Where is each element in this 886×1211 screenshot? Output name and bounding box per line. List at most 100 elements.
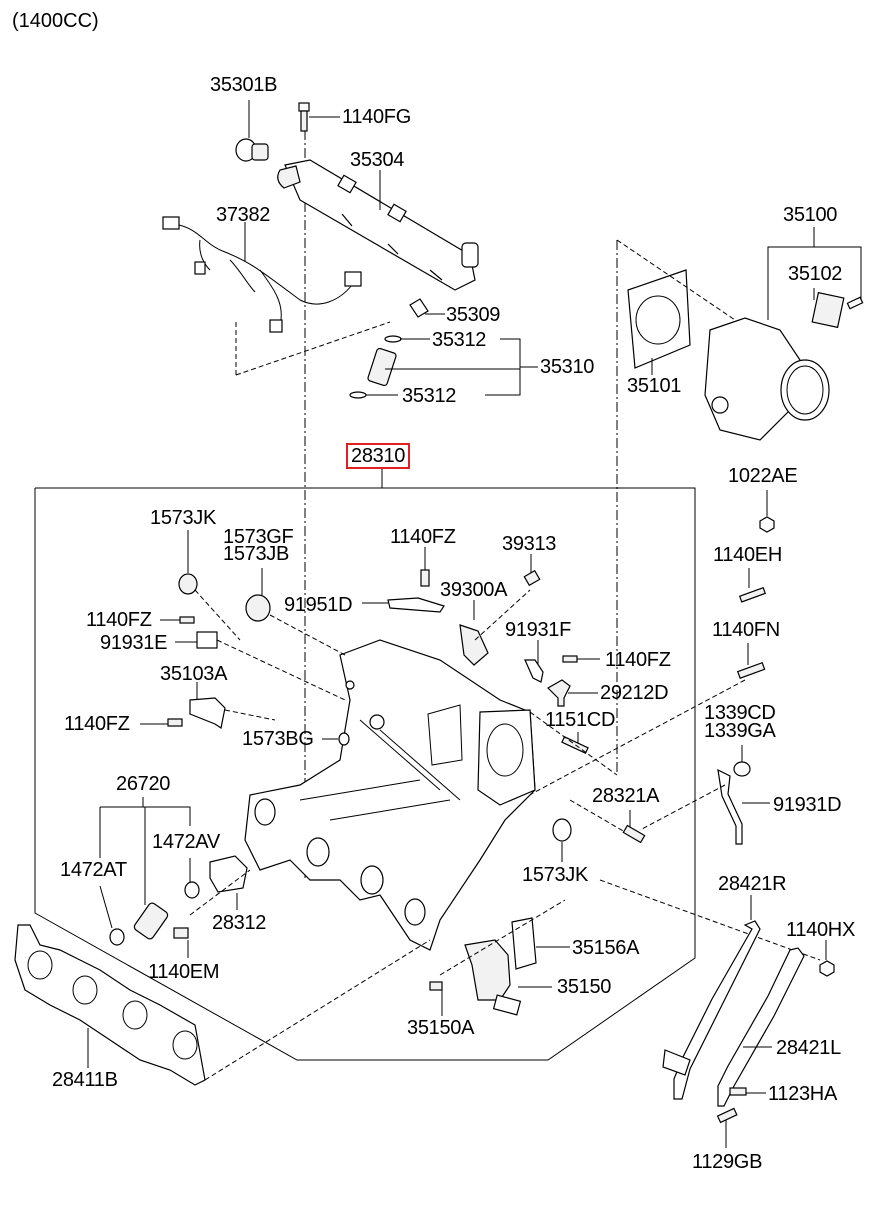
bolt-1140FN bbox=[736, 643, 766, 679]
bracket-35103A bbox=[189, 682, 226, 729]
part-label-1573GF[interactable]: 1573GF bbox=[223, 526, 294, 548]
part-label-35310[interactable]: 35310 bbox=[540, 356, 595, 378]
bolt-1129GB bbox=[716, 1107, 738, 1148]
part-label-28421L[interactable]: 28421L bbox=[776, 1037, 841, 1059]
part-label-1140FZ-left[interactable]: 1140FZ bbox=[86, 609, 152, 631]
part-label-1140EM[interactable]: 1140EM bbox=[148, 961, 220, 983]
part-label-28321A[interactable]: 28321A bbox=[592, 785, 660, 807]
sensor-28321A bbox=[622, 810, 646, 844]
part-label-1123HA[interactable]: 1123HA bbox=[768, 1083, 837, 1105]
engine-variant-label: (1400CC) bbox=[12, 10, 99, 32]
part-label-1151CD[interactable]: 1151CD bbox=[545, 709, 616, 731]
part-label-91931F[interactable]: 91931F bbox=[505, 619, 572, 641]
part-label-39313[interactable]: 39313 bbox=[502, 533, 557, 555]
part-label-1573JB[interactable]: 1573JB bbox=[223, 543, 290, 565]
part-label-1140FZ-right[interactable]: 1140FZ bbox=[605, 649, 671, 671]
bolt-1140FG bbox=[298, 102, 340, 132]
fuel-rail-35304 bbox=[277, 159, 479, 291]
part-label-28312[interactable]: 28312 bbox=[212, 912, 267, 934]
dash-1573JK bbox=[194, 589, 241, 641]
part-label-1129GB[interactable]: 1129GB bbox=[692, 1151, 763, 1173]
part-label-35312-upper[interactable]: 35312 bbox=[432, 329, 487, 351]
part-label-91951D[interactable]: 91951D bbox=[284, 594, 353, 616]
part-label-35102[interactable]: 35102 bbox=[788, 263, 843, 285]
dash-1573JK-bottom bbox=[599, 879, 821, 961]
part-label-37382[interactable]: 37382 bbox=[216, 204, 271, 226]
gasket-35101 bbox=[627, 269, 691, 375]
part-label-1339CD[interactable]: 1339CD bbox=[704, 702, 776, 724]
washer-1339CD bbox=[733, 745, 751, 777]
dash-28411B bbox=[204, 939, 431, 1081]
pressure-regulator-35301B bbox=[235, 100, 269, 162]
assembly-outline bbox=[34, 487, 696, 1061]
bracket-91931E bbox=[175, 631, 218, 649]
part-label-1140EH[interactable]: 1140EH bbox=[713, 544, 782, 566]
bolt-1140FZ-right bbox=[562, 655, 600, 663]
part-label-28411B[interactable]: 28411B bbox=[52, 1069, 118, 1091]
dash-35150 bbox=[439, 899, 566, 976]
part-label-35301B[interactable]: 35301B bbox=[210, 74, 278, 96]
bolt-1140FZ-bracket bbox=[140, 718, 183, 727]
fitting-29212D bbox=[547, 679, 598, 707]
part-label-1022AE[interactable]: 1022AE bbox=[728, 465, 798, 487]
part-label-35156A[interactable]: 35156A bbox=[572, 937, 640, 959]
gasket-35156A bbox=[511, 917, 570, 970]
bolt-35150A bbox=[429, 981, 443, 1016]
part-label-1140FZ-top[interactable]: 1140FZ bbox=[390, 526, 456, 548]
part-label-1140FG[interactable]: 1140FG bbox=[342, 106, 411, 128]
bolt-1140EM bbox=[173, 927, 189, 958]
part-label-35304[interactable]: 35304 bbox=[350, 149, 405, 171]
part-label-35309[interactable]: 35309 bbox=[446, 304, 501, 326]
bracket-91931F bbox=[524, 640, 544, 683]
dash-28312 bbox=[189, 869, 251, 916]
part-label-26720[interactable]: 26720 bbox=[116, 773, 171, 795]
intake-manifold-28310 bbox=[244, 639, 536, 951]
part-label-91931D[interactable]: 91931D bbox=[773, 794, 842, 816]
stud-1151CD bbox=[561, 732, 589, 755]
bolt-1140EH bbox=[738, 568, 767, 603]
clip-35309 bbox=[409, 298, 445, 318]
part-label-1573BG[interactable]: 1573BG bbox=[242, 728, 314, 750]
screw-39313 bbox=[523, 554, 541, 587]
part-label-1573JK-bottom[interactable]: 1573JK bbox=[522, 864, 589, 886]
part-label-28421R[interactable]: 28421R bbox=[718, 873, 787, 895]
dash-1573GF bbox=[269, 614, 346, 656]
dash-28321A bbox=[569, 799, 626, 833]
part-label-1140FN[interactable]: 1140FN bbox=[712, 619, 780, 641]
hose-group-26720 bbox=[99, 797, 200, 946]
bolt-1140FZ-left bbox=[160, 616, 195, 624]
sensor-39300A bbox=[459, 600, 489, 666]
part-label-35150A[interactable]: 35150A bbox=[407, 1017, 475, 1039]
dash-1140FN bbox=[519, 679, 746, 801]
part-label-91931E[interactable]: 91931E bbox=[100, 632, 168, 654]
part-label-35100[interactable]: 35100 bbox=[783, 204, 838, 226]
dash-harness bbox=[235, 321, 391, 376]
part-label-1140HX[interactable]: 1140HX bbox=[786, 919, 855, 941]
stay-28421L bbox=[717, 947, 805, 1107]
injector-35310 bbox=[349, 335, 538, 399]
part-label-1339GA[interactable]: 1339GA bbox=[704, 720, 776, 742]
dash-39313 bbox=[474, 589, 531, 641]
bolt-1123HA bbox=[729, 1087, 766, 1096]
part-label-35103A[interactable]: 35103A bbox=[160, 663, 228, 685]
part-label-1140FZ-bracket[interactable]: 1140FZ bbox=[64, 713, 130, 735]
part-label-39300A[interactable]: 39300A bbox=[440, 579, 508, 601]
oring-1573JK-bottom bbox=[552, 818, 572, 862]
part-label-1472AT[interactable]: 1472AT bbox=[60, 859, 127, 881]
part-label-1573JK-top[interactable]: 1573JK bbox=[150, 507, 217, 529]
part-label-29212D[interactable]: 29212D bbox=[600, 682, 669, 704]
dash-91931E bbox=[216, 639, 346, 701]
nut-1140HX bbox=[819, 940, 835, 977]
stay-28421R bbox=[662, 895, 761, 1100]
idle-control-valve-35150 bbox=[464, 939, 552, 1016]
part-label-35150[interactable]: 35150 bbox=[557, 976, 612, 998]
part-label-35312-lower[interactable]: 35312 bbox=[402, 385, 457, 407]
dash-35103A bbox=[224, 709, 276, 721]
part-label-35101[interactable]: 35101 bbox=[627, 375, 682, 397]
plug-1573GF bbox=[245, 568, 271, 622]
part-label-28310-assembly[interactable]: 28310 bbox=[346, 443, 411, 469]
throttle-body-35100 bbox=[704, 227, 864, 441]
part-label-1472AV[interactable]: 1472AV bbox=[152, 831, 220, 853]
